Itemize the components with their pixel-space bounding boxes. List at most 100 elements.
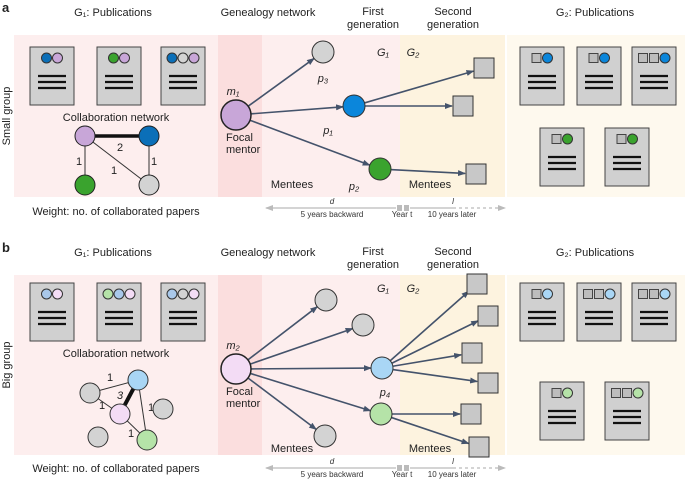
author-square-icon: [638, 53, 648, 63]
mentee-node: [311, 40, 335, 64]
second-gen-background: [400, 275, 505, 455]
second-generation-title: generation: [427, 259, 479, 271]
author-circle-icon: [562, 133, 573, 145]
mentee-label: p₁: [322, 125, 333, 137]
second-generation: [388, 273, 499, 458]
g2-publications-title: G₂: Publications: [556, 7, 635, 19]
mentee-label: p₂: [348, 181, 360, 193]
author-circle-icon: [41, 288, 52, 300]
mentor-caption: Focal: [226, 386, 253, 398]
author-square-icon: [649, 53, 659, 63]
author-circle-icon: [119, 52, 130, 64]
mentees-right-label: Mentees: [409, 179, 452, 191]
author-circle-icon: [113, 288, 125, 300]
mentee-node: [313, 424, 337, 448]
edge-weight: 1: [107, 372, 113, 384]
panel-label: b: [2, 240, 10, 255]
mentee-node: [351, 313, 375, 337]
timeline-year-label: Year t: [392, 470, 413, 479]
mentorship-edge: [249, 327, 354, 365]
author-square-icon: [551, 388, 562, 398]
g1-publications-title: G₁: Publications: [74, 7, 152, 19]
group-label: Big group: [1, 341, 13, 388]
collaboration-network-title: Collaboration network: [63, 348, 170, 360]
document-icon: [519, 46, 565, 106]
second-generation-title: Second: [434, 246, 471, 258]
second-gen-mentee-square: [477, 372, 499, 394]
mentorship-edge: [247, 57, 315, 107]
author-circle-icon: [562, 387, 573, 399]
author-circle-icon: [177, 288, 189, 300]
timeline-d-label: d: [330, 197, 335, 206]
second-gen-mentee-square: [460, 403, 482, 425]
author-square-icon: [611, 388, 621, 398]
author-circle-icon: [188, 52, 200, 64]
g2-publication: [604, 381, 650, 441]
mentorship-edge: [390, 416, 470, 445]
g1-publication: [96, 46, 142, 106]
timeline-d-label: d: [330, 457, 335, 466]
group-label: Small group: [1, 87, 13, 146]
mentorship-edge: [363, 70, 475, 104]
mentorship-edge: [250, 365, 373, 372]
author-circle-icon: [124, 288, 136, 300]
author-circle-icon: [166, 52, 178, 64]
author-circle-icon: [52, 288, 63, 300]
mentees-left-label: Mentees: [271, 179, 314, 191]
mentees-left-label: Mentees: [271, 443, 314, 455]
author-circle-icon: [542, 288, 553, 300]
mentor-label: m₂: [226, 340, 240, 352]
author-square-icon: [588, 53, 599, 63]
author-circle-icon: [659, 288, 671, 300]
author-circle-icon: [41, 52, 52, 64]
g1-publication: [96, 282, 142, 342]
timeline-year-label: Year t: [392, 210, 413, 219]
second-gen-mentee-square: [473, 57, 495, 79]
second-gen-mentee-square: [452, 95, 474, 117]
weight-caption: Weight: no. of collaborated papers: [32, 206, 200, 218]
mentor-caption: Focal: [226, 132, 253, 144]
collab-node: [127, 369, 149, 391]
author-square-icon: [583, 289, 593, 299]
second-generation: [363, 57, 495, 185]
timeline-marker: [404, 205, 409, 211]
first-generation-title: generation: [347, 19, 399, 31]
mentee-node: [314, 288, 338, 312]
second-generation-title: generation: [427, 19, 479, 31]
author-square-icon: [594, 289, 604, 299]
mentorship-edge: [249, 119, 371, 166]
edge-weight: 1: [148, 402, 154, 414]
mentee-node: [368, 157, 392, 181]
timeline-backward-label: 5 years backward: [301, 470, 364, 479]
mentorship-edge: [247, 377, 318, 431]
mentee-node: [370, 356, 394, 380]
g2-publication: [631, 282, 677, 342]
second-gen-mentee-square: [465, 163, 487, 185]
author-circle-icon: [542, 52, 553, 64]
first-generation-title: First: [362, 6, 383, 18]
collab-node: [74, 125, 96, 147]
g1-publication: [160, 46, 206, 106]
g1-publication: [160, 282, 206, 342]
edge-weight: 1: [111, 165, 117, 177]
genealogy-network-title: Genealogy network: [221, 7, 316, 19]
mentee-label: p₄: [379, 387, 391, 399]
collab-node: [74, 174, 96, 196]
collab-edge: [84, 135, 150, 186]
collaboration-network-title: Collaboration network: [63, 112, 170, 124]
mentor-caption: mentor: [226, 144, 261, 156]
weight-caption: Weight: no. of collaborated papers: [32, 463, 200, 475]
author-circle-icon: [599, 52, 610, 64]
timeline-backward-label: 5 years backward: [301, 210, 364, 219]
second-gen-mentee-square: [461, 342, 483, 364]
mentor-caption: mentor: [226, 398, 261, 410]
g2-publication: [631, 46, 677, 106]
timeline-l-label: l: [452, 457, 454, 466]
mentorship-edge: [247, 306, 319, 361]
collab-node: [87, 426, 109, 448]
mentorship-edge: [250, 372, 372, 412]
first-generation-title: generation: [347, 259, 399, 271]
